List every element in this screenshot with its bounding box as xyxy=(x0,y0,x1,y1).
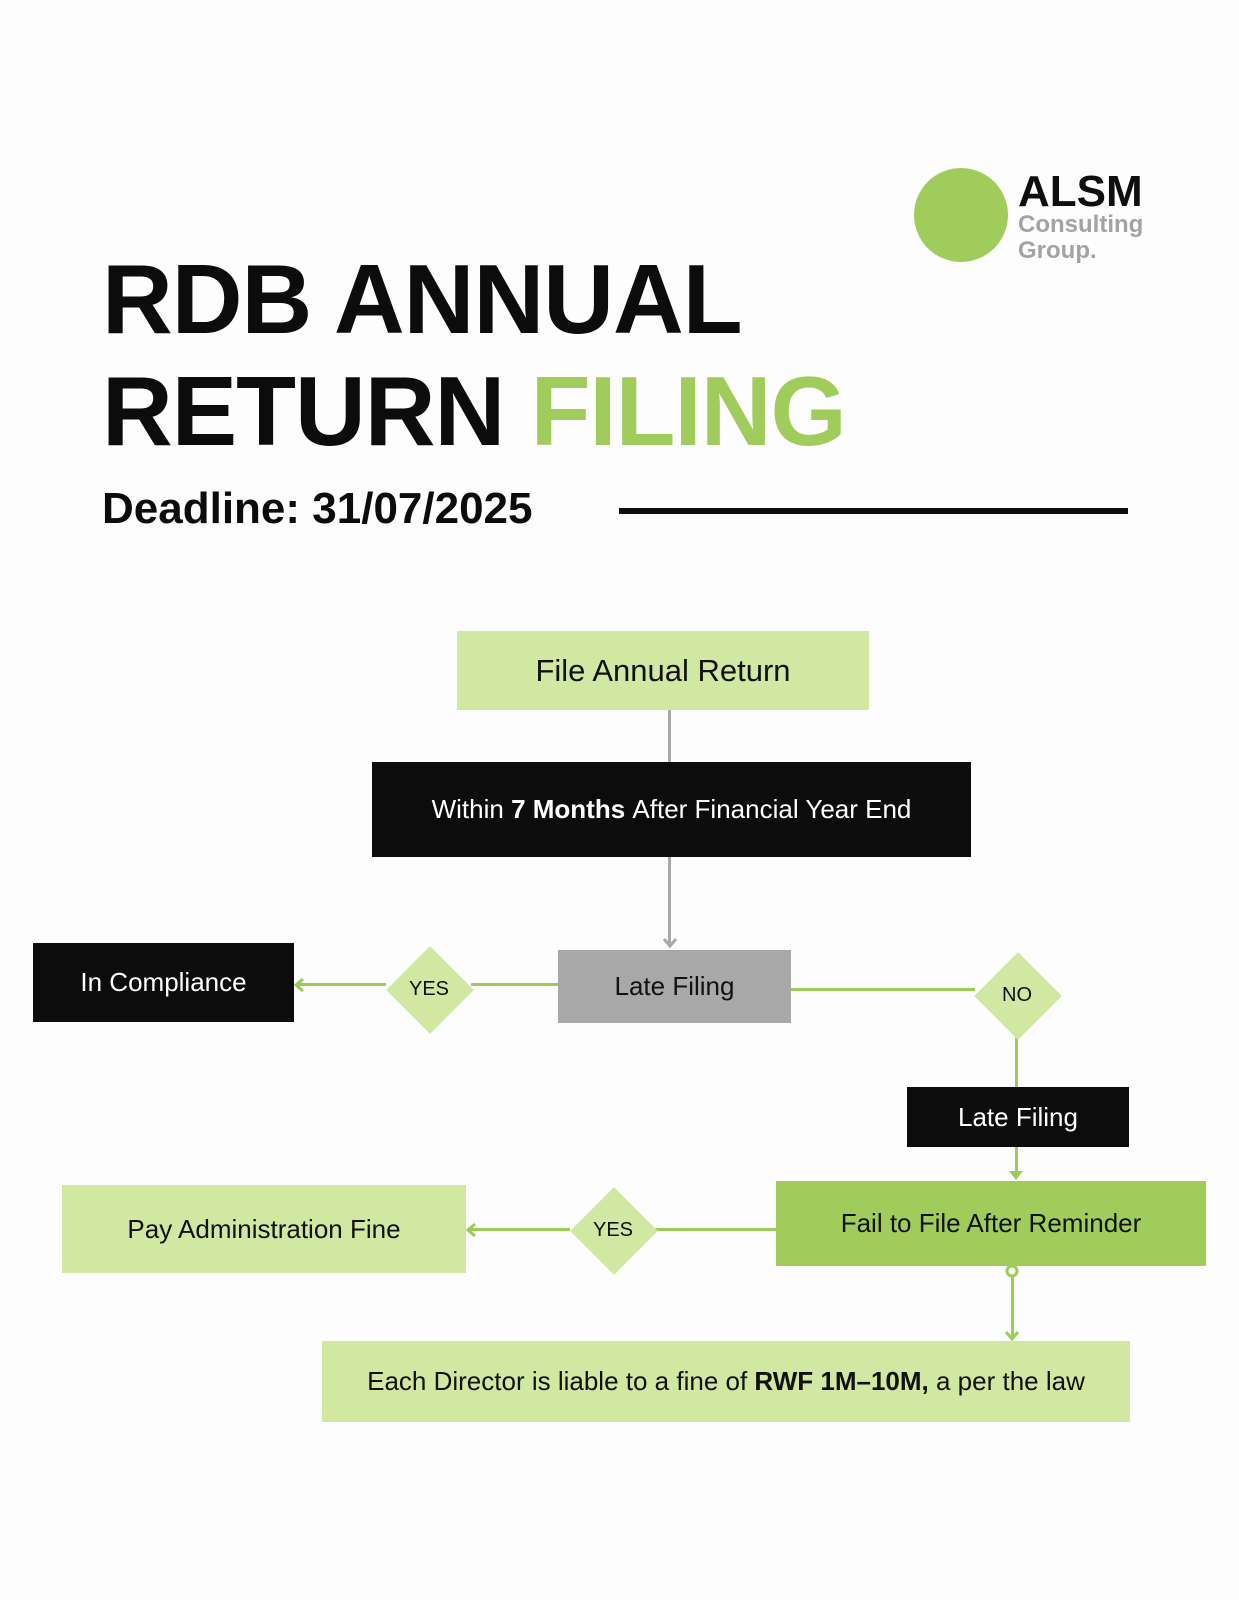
decision-label: YES xyxy=(408,977,450,1000)
title-dark-word: RETURN xyxy=(102,356,505,466)
node-director-fine: Each Director is liable to a fine of RWF… xyxy=(322,1341,1130,1422)
connector-late-to-no xyxy=(791,988,975,991)
logo-subtitle-line1: Consulting xyxy=(1018,211,1144,238)
deadline-date: 31/07/2025 xyxy=(312,484,533,533)
decision-label: YES xyxy=(592,1218,634,1241)
arrow-down-icon xyxy=(1004,1331,1020,1342)
page-title-line2: RETURN FILING xyxy=(102,362,847,460)
arrow-down-icon xyxy=(662,938,678,949)
within-suffix: After Financial Year End xyxy=(632,794,912,824)
logo-circle-icon xyxy=(914,168,1008,262)
arrow-left-icon xyxy=(293,977,304,993)
decision-label: NO xyxy=(1002,983,1032,1006)
node-in-compliance: In Compliance xyxy=(33,943,294,1022)
decision-yes-compliance: YES xyxy=(385,945,474,1034)
connector-yes-to-pay xyxy=(470,1228,570,1231)
connector-within-to-late xyxy=(668,857,671,943)
director-prefix: Each Director is liable to a fine of xyxy=(367,1366,748,1396)
decision-yes-fine: YES xyxy=(569,1186,658,1275)
logo-subtitle-line2: Group. xyxy=(1018,237,1097,264)
node-fail-to-file: Fail to File After Reminder xyxy=(776,1181,1206,1266)
node-file-annual-return: File Annual Return xyxy=(457,631,869,710)
deadline: Deadline: 31/07/2025 xyxy=(102,484,533,534)
title-accent-word: FILING xyxy=(530,356,847,466)
connector-late-to-yes xyxy=(471,983,558,986)
connector-late2-to-fail xyxy=(1015,1147,1018,1177)
node-late-filing: Late Filing xyxy=(907,1087,1129,1147)
director-bold: RWF 1M–10M, xyxy=(754,1366,929,1396)
decision-no-late: NO xyxy=(973,951,1062,1040)
arrow-down-icon xyxy=(1009,1171,1023,1180)
connector-fail-to-yes xyxy=(655,1228,776,1231)
deadline-label: Deadline: xyxy=(102,484,301,533)
node-late-filing-check: Late Filing xyxy=(558,950,791,1023)
within-bold: 7 Months xyxy=(511,794,626,824)
node-pay-administration-fine: Pay Administration Fine xyxy=(62,1185,466,1273)
within-prefix: Within xyxy=(431,794,504,824)
node-within-7-months: Within 7 Months After Financial Year End xyxy=(372,762,971,857)
page-title-line1: RDB ANNUAL xyxy=(102,244,743,354)
connector-no-to-late2 xyxy=(1015,1037,1018,1087)
connector-fail-to-director xyxy=(1011,1276,1014,1338)
connector-yes-to-compliance xyxy=(297,983,386,986)
connector-file-to-within xyxy=(668,710,671,762)
arrow-left-icon xyxy=(465,1222,476,1238)
director-suffix: a per the law xyxy=(936,1366,1085,1396)
divider-rule xyxy=(619,508,1128,514)
logo-name: ALSM xyxy=(1018,167,1143,216)
